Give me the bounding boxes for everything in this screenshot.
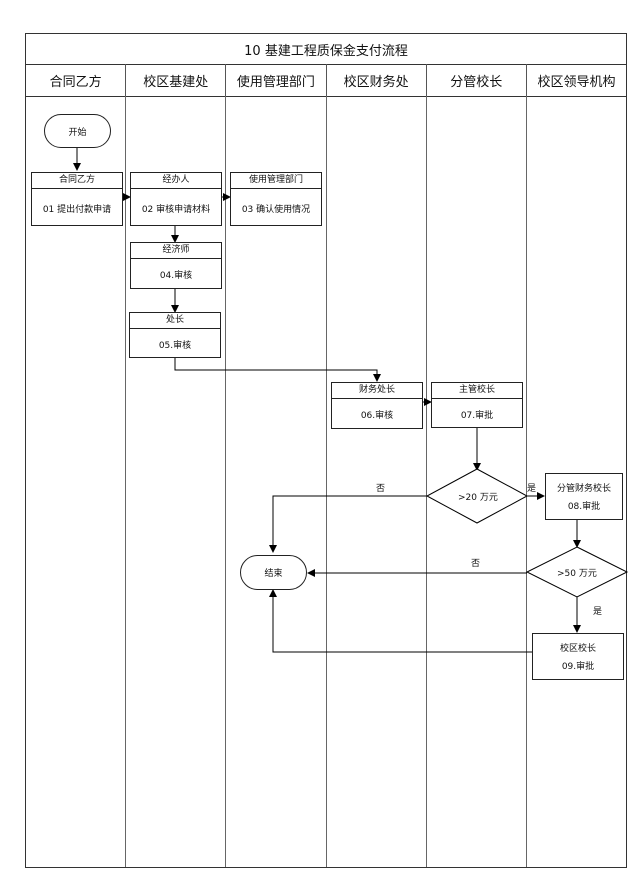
arrow-05-to-06	[174, 358, 381, 382]
step-02-task: 02 审核申请材料	[141, 204, 211, 215]
step-01: 合同乙方 01 提出付款申请	[31, 172, 123, 226]
end-terminal: 结束	[240, 555, 307, 590]
lane-header-infrastructure: 校区基建处	[126, 64, 227, 96]
step-03-role: 使用管理部门	[231, 173, 321, 189]
lane-headers: 合同乙方 校区基建处 使用管理部门 校区财务处 分管校长 校区领导机构	[26, 64, 626, 97]
step-09-role: 校区校长	[559, 643, 596, 654]
step-06-role: 财务处长	[332, 383, 422, 399]
step-08: 分管财务校长 08.审批	[545, 473, 623, 520]
step-05: 处长 05.审核	[129, 312, 221, 358]
step-08-task: 08.审批	[567, 502, 601, 513]
step-07-task: 07.审批	[460, 410, 494, 421]
start-terminal: 开始	[44, 114, 111, 148]
step-06-task: 06.审核	[360, 411, 394, 421]
step-01-task: 01 提出付款申请	[42, 204, 112, 215]
lane-header-contractor: 合同乙方	[26, 64, 127, 96]
step-05-task: 05.审核	[158, 340, 192, 351]
step-07: 主管校长 07.审批	[431, 382, 523, 428]
decision-50-yes-label: 是	[593, 607, 603, 617]
arrow-09-to-end	[269, 589, 532, 653]
decision-50-no-label: 否	[471, 559, 481, 569]
step-03: 使用管理部门 03 确认使用情况	[230, 172, 322, 226]
decision-20-no-label: 否	[376, 484, 386, 494]
step-08-role: 分管财务校长	[556, 483, 611, 494]
lane	[427, 96, 527, 867]
lane-header-leadership: 校区领导机构	[537, 74, 616, 90]
step-02: 经办人 02 审核申请材料	[130, 172, 222, 226]
step-04: 经济师 04.审核	[130, 242, 222, 289]
arrow-d20-no	[269, 495, 427, 553]
step-09: 校区校长 09.审批	[532, 633, 624, 680]
lane-header-user-dept: 使用管理部门	[226, 64, 327, 96]
decision-20-yes-label: 是	[527, 484, 537, 494]
decision-20-shape	[425, 468, 529, 524]
lane-header-vice-president: 分管校长	[427, 64, 527, 96]
step-04-task: 04.审核	[159, 271, 193, 281]
step-01-role: 合同乙方	[32, 173, 122, 189]
step-02-role: 经办人	[131, 173, 221, 189]
lane-header-finance: 校区财务处	[327, 64, 427, 96]
lane	[327, 96, 427, 867]
step-09-task: 09.审批	[561, 662, 595, 673]
decision-50-label: >50 万元	[557, 569, 597, 579]
lane	[126, 96, 227, 867]
swimlane-table: 10 基建工程质保金支付流程 合同乙方 校区基建处 使用管理部门 校区财务处 分…	[25, 33, 627, 868]
step-06: 财务处长 06.审核	[331, 382, 423, 429]
step-05-role: 处长	[130, 313, 220, 329]
lanes	[26, 96, 626, 867]
lane	[226, 96, 327, 867]
step-07-role: 主管校长	[432, 383, 522, 399]
decision-20-label: >20 万元	[458, 493, 498, 503]
step-04-role: 经济师	[131, 243, 221, 259]
step-03-task: 03 确认使用情况	[241, 204, 311, 215]
lane	[26, 96, 127, 867]
